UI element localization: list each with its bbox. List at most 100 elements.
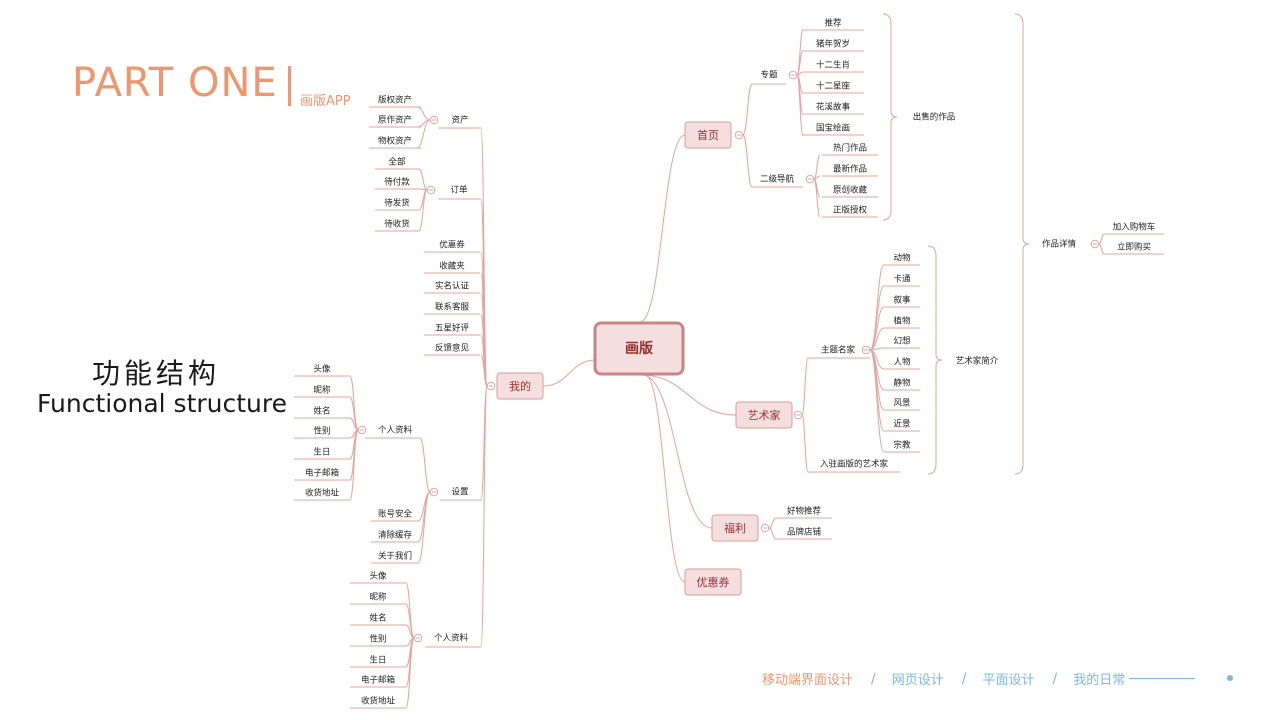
connector-line — [742, 83, 753, 136]
node-label: 主题名家 — [821, 345, 856, 356]
connector-line — [480, 354, 488, 387]
connector-line — [796, 50, 804, 76]
structure-title-cn: 功能结构 — [92, 357, 221, 390]
node-label: 待收货 — [384, 219, 410, 230]
node-label: 花溪故事 — [816, 102, 851, 113]
node-label: 待发货 — [384, 198, 410, 209]
node-label: 品牌店铺 — [787, 527, 822, 538]
node-label: 关于我们 — [378, 551, 412, 562]
node-label: 生日 — [313, 447, 330, 458]
node-label: 实名认证 — [435, 281, 470, 292]
node-label: 收货地址 — [361, 696, 396, 707]
node-label: 最新作品 — [833, 164, 867, 175]
connector-line — [349, 396, 359, 431]
root-node-label: 画版 — [625, 340, 653, 357]
node-label: 猪年贺岁 — [816, 39, 850, 50]
branch-node-artist[interactable] — [735, 401, 793, 429]
connector-line — [927, 245, 943, 475]
branch-node-coupon-label: 优惠券 — [697, 575, 730, 589]
connector-line — [742, 134, 753, 188]
node-label: 性别 — [369, 634, 386, 645]
nav-item-mobile-ui[interactable]: 移动端界面设计 — [762, 673, 854, 688]
node-label: 设置 — [451, 487, 469, 498]
node-label: 静物 — [893, 378, 911, 389]
node-label: 个人资料 — [434, 633, 469, 644]
connector-line — [416, 119, 431, 149]
nav-separator: / — [961, 670, 967, 687]
nav-dot-indicator — [1227, 675, 1233, 681]
nav-item-graphic-design[interactable]: 平面设计 — [982, 673, 1035, 688]
node-label: 头像 — [313, 364, 331, 375]
nav-item-daily[interactable]: 我的日常 — [1073, 673, 1126, 688]
nav-trailing-line — [1129, 678, 1196, 679]
node-label: 姓名 — [313, 406, 330, 417]
connector-line — [768, 527, 777, 540]
branch-node-mine-label: 我的 — [509, 379, 531, 393]
branch-node-home-label: 首页 — [697, 128, 719, 142]
connector-line — [416, 106, 431, 121]
node-label: 艺术家简介 — [956, 356, 999, 367]
connector-line — [801, 357, 809, 416]
node-label: 五星好评 — [435, 323, 470, 334]
connector-line — [349, 375, 359, 431]
connector-line — [1098, 243, 1105, 255]
node-label: 十二生肖 — [816, 60, 850, 71]
node-label: 优惠券 — [439, 240, 465, 251]
node-label: 资产 — [451, 115, 468, 126]
structure-title-en: Functional structure — [37, 389, 287, 418]
connector-line — [796, 74, 804, 136]
node-label: 入驻画版的艺术家 — [820, 459, 889, 470]
node-label: 立即购买 — [1117, 242, 1151, 253]
root-node[interactable] — [593, 321, 685, 376]
node-label: 原作资产 — [378, 115, 412, 126]
node-label: 近景 — [893, 419, 910, 430]
node-label: 全部 — [388, 157, 406, 168]
nav-item-web-design[interactable]: 网页设计 — [891, 673, 944, 688]
connector-line — [801, 414, 809, 473]
connector-line — [869, 327, 885, 351]
branch-node-coupon[interactable] — [684, 568, 742, 596]
node-label: 十二星座 — [816, 81, 851, 92]
node-label: 二级导航 — [760, 174, 795, 185]
node-label: 个人资料 — [378, 425, 413, 436]
node-label: 清除缓存 — [378, 530, 413, 541]
connector-line — [405, 603, 415, 639]
node-label: 动物 — [893, 253, 911, 264]
connector-line — [1098, 233, 1105, 245]
connector-line — [869, 349, 885, 432]
part-subtitle: 画版APP — [300, 94, 351, 109]
connector-line — [542, 359, 597, 387]
node-label: 物权资产 — [378, 136, 412, 147]
node-label: 宗教 — [893, 440, 911, 451]
connector-line — [418, 189, 428, 232]
node-label: 联系客服 — [435, 302, 470, 313]
node-label: 出售的作品 — [913, 112, 956, 123]
node-label: 昵称 — [369, 592, 387, 603]
node-label: 风景 — [893, 399, 910, 409]
node-label: 生日 — [369, 655, 386, 666]
branch-node-home[interactable] — [684, 121, 732, 149]
connector-line — [480, 385, 488, 501]
connector-line — [869, 306, 885, 351]
branch-node-mine[interactable] — [496, 372, 544, 400]
node-label: 国宝绘画 — [816, 123, 850, 134]
connector-line — [813, 178, 821, 218]
branch-node-welfare[interactable] — [711, 514, 759, 542]
connector-line — [419, 437, 431, 493]
connector-line — [639, 134, 686, 323]
node-label: 头像 — [369, 571, 387, 582]
connector-line — [418, 168, 428, 191]
node-label: 反馈意见 — [435, 343, 470, 354]
connector-line — [349, 417, 359, 431]
node-label: 专题 — [760, 70, 778, 81]
node-label: 叙事 — [893, 295, 911, 306]
node-label: 原创收藏 — [833, 185, 868, 196]
node-label: 订单 — [450, 185, 468, 196]
node-label: 卡通 — [893, 274, 911, 285]
title-divider — [288, 66, 291, 106]
nav-separator: / — [871, 670, 876, 687]
node-label: 好物推荐 — [787, 506, 822, 517]
connector-line — [417, 491, 431, 543]
part-title: PART ONE — [72, 60, 278, 106]
